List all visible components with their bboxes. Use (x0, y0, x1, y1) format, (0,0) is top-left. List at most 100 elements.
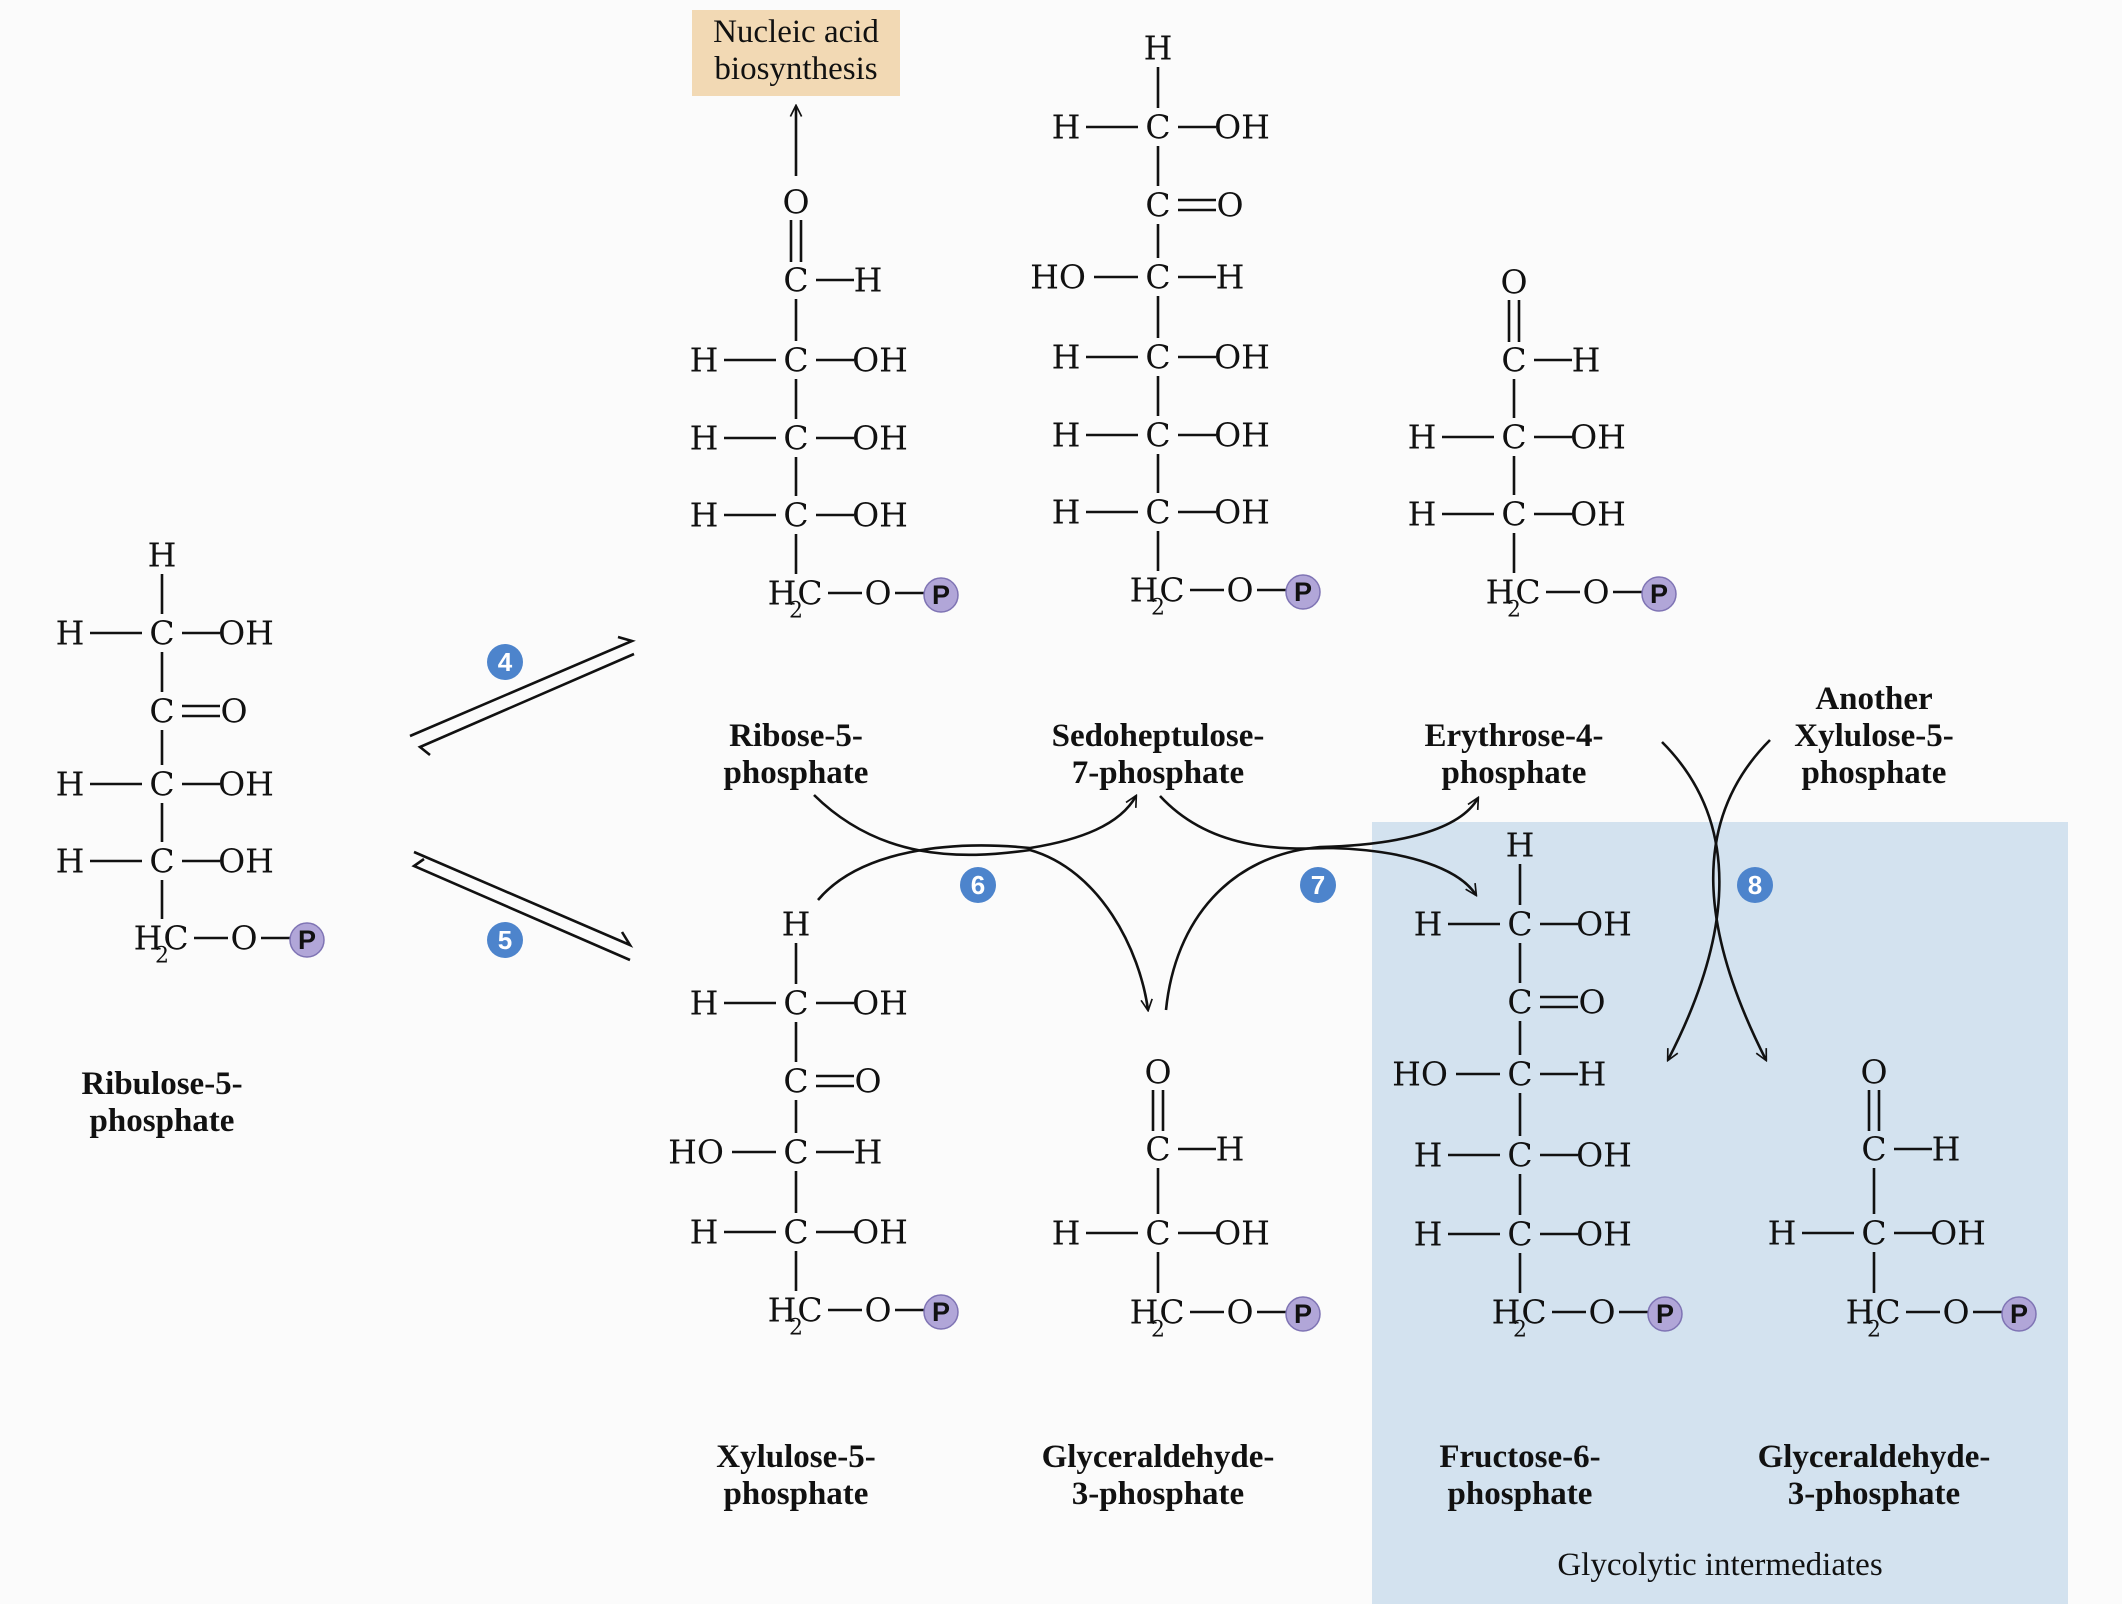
name-line: phosphate (1448, 1476, 1593, 1512)
sedoheptulose-to-fructose-arrow (1159, 795, 1476, 895)
hydrogen-atom: H (1408, 418, 1437, 457)
name-line: phosphate (1442, 755, 1587, 791)
hydrogen-atom: H (1408, 495, 1437, 534)
hydroxyl-group: OH (1214, 493, 1270, 532)
step-number: 4 (498, 647, 513, 677)
step-badge-8: 8 (1737, 867, 1773, 903)
step-badge-6: 6 (960, 867, 996, 903)
name-line: 3-phosphate (1072, 1476, 1244, 1512)
name-line: 7-phosphate (1072, 755, 1244, 791)
carbon-atom: C (797, 1291, 822, 1330)
nucleic-box-line-1: Nucleic acid (713, 14, 879, 50)
step-badge-5: 5 (487, 922, 523, 958)
carbon-atom: C (1507, 1215, 1532, 1254)
nucleic-box-line-2: biosynthesis (714, 51, 877, 87)
oxygen-atom: O (1582, 573, 1609, 612)
hydrogen-atom: H (854, 1133, 883, 1172)
label-erythrose-4-phosphate: Erythrose-4- phosphate (1424, 718, 1603, 791)
carbon-atom: C (1159, 1293, 1184, 1332)
glycolytic-intermediates-label: Glycolytic intermediates (1557, 1547, 1882, 1583)
label-ribose-5-phosphate: Ribose-5- phosphate (724, 718, 869, 791)
carbon-atom: C (1145, 338, 1170, 377)
hydrogen-atom: H (1414, 1215, 1443, 1254)
name-line: Fructose-6- (1439, 1439, 1600, 1475)
carbon-atom: C (1145, 186, 1170, 225)
carbon-atom: C (1501, 341, 1526, 380)
forward-arrow (409, 635, 636, 738)
hydroxyl-group: OH (1570, 495, 1626, 534)
oxygen-atom: O (854, 1062, 881, 1101)
step-badge-7: 7 (1300, 867, 1336, 903)
name-line: Glyceraldehyde- (1042, 1439, 1275, 1475)
hydroxyl-group: OH (1576, 905, 1632, 944)
carbon-atom: C (783, 261, 808, 300)
hydrogen-atom: H (768, 1291, 797, 1330)
step-number: 8 (1748, 870, 1762, 900)
equilibrium-arrows-step-4 (409, 635, 636, 757)
label-another-xylulose-5-phosphate: Another Xylulose-5- phosphate (1794, 681, 1954, 791)
oxygen-atom: O (230, 919, 257, 958)
carbon-atom: C (149, 765, 174, 804)
hydroxyl-group: OH (1576, 1215, 1632, 1254)
oxygen-atom: O (1860, 1053, 1887, 1092)
hydrogen-atom: H (1052, 338, 1081, 377)
carbon-atom: C (1861, 1130, 1886, 1169)
carbon-atom: C (783, 984, 808, 1023)
carbon-atom: C (783, 1133, 808, 1172)
subscript-2: 2 (789, 1316, 803, 1341)
oxygen-atom: O (1578, 983, 1605, 1022)
phosphate-icon (1285, 1296, 1321, 1332)
hydrogen-atom: H (148, 536, 177, 575)
name-line: phosphate (724, 755, 869, 791)
carbon-atom: C (783, 1213, 808, 1252)
name-line: Erythrose-4- (1424, 718, 1603, 754)
hydroxyl-group: HO (668, 1133, 724, 1172)
hydrogen-atom: H (768, 574, 797, 613)
name-line: 3-phosphate (1788, 1476, 1960, 1512)
hydrogen-atom: H (1216, 258, 1245, 297)
oxygen-atom: O (1588, 1293, 1615, 1332)
hydroxyl-group: OH (218, 614, 274, 653)
hydrogen-atom: H (1130, 1293, 1159, 1332)
glycolytic-intermediates-region (1372, 822, 2068, 1604)
step-number: 6 (971, 870, 985, 900)
phosphate-symbol: P (1650, 579, 1668, 609)
name-line: phosphate (1802, 755, 1947, 791)
hydrogen-atom: H (690, 984, 719, 1023)
carbon-atom: C (783, 496, 808, 535)
phosphate-icon (2001, 1296, 2037, 1332)
hydrogen-atom: H (1414, 1136, 1443, 1175)
hydrogen-atom: H (1492, 1293, 1521, 1332)
hydroxyl-group: OH (852, 984, 908, 1023)
label-xylulose-5-phosphate: Xylulose-5- phosphate (716, 1439, 876, 1512)
oxygen-atom: O (1216, 186, 1243, 225)
subscript-2: 2 (1151, 1318, 1165, 1343)
phosphate-icon (923, 1294, 959, 1330)
phosphate-symbol: P (932, 1297, 950, 1327)
phosphate-icon (923, 577, 959, 613)
carbon-atom: C (1507, 1136, 1532, 1175)
hydrogen-atom: H (1572, 341, 1601, 380)
carbon-atom: C (163, 919, 188, 958)
name-line: Another (1815, 681, 1932, 717)
nucleic-acid-biosynthesis-box: Nucleic acid biosynthesis (692, 10, 900, 96)
hydrogen-atom: H (56, 614, 85, 653)
hydrogen-atom: H (1052, 416, 1081, 455)
hydroxyl-group: OH (1214, 1214, 1270, 1253)
phosphate-symbol: P (1294, 1299, 1312, 1329)
hydroxyl-group: OH (218, 765, 274, 804)
reverse-arrow (417, 652, 635, 757)
hydrogen-atom: H (1506, 826, 1535, 865)
name-line: Sedoheptulose- (1052, 718, 1265, 754)
hydrogen-atom: H (134, 919, 163, 958)
phosphate-icon (289, 922, 325, 958)
glyceraldehyde-to-erythrose-arrow (1164, 798, 1478, 1011)
hydrogen-atom: H (1130, 571, 1159, 610)
hydroxyl-group: OH (1930, 1214, 1986, 1253)
xylulose-to-sedoheptulose-arrow (817, 796, 1136, 901)
ribose-to-glyceraldehyde-arrow (813, 794, 1148, 1010)
hydrogen-atom: H (1486, 573, 1515, 612)
